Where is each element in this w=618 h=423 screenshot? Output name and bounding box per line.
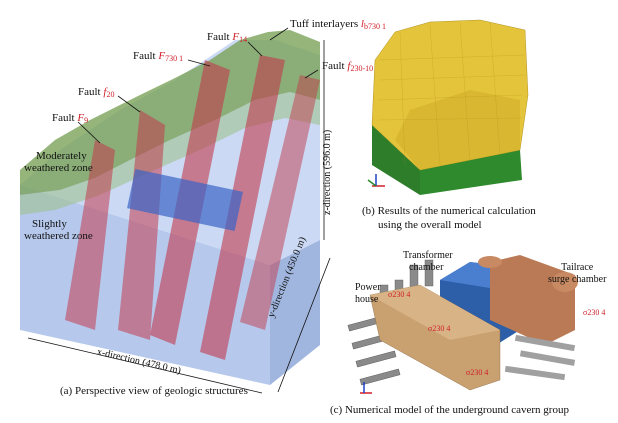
- zone-slight-line1: Slightly: [32, 218, 67, 230]
- zone-moderate-label: Moderately weathered zone: [24, 150, 93, 174]
- leader-tuff: [269, 27, 289, 41]
- tuff-label-symbol: l: [360, 18, 364, 30]
- leader-f9: [77, 121, 101, 144]
- z-direction-label: z-direction (596.0 m): [322, 129, 333, 215]
- power-house-label: Power house: [355, 282, 381, 306]
- stress-label-2: σ230 4: [428, 324, 451, 333]
- stress-label-4: σ230 4: [583, 308, 606, 317]
- overall-model-side-green: [420, 150, 522, 195]
- cavern-blob: [127, 169, 243, 231]
- caption-b-line1: (b) Results of the numerical calculation: [362, 205, 536, 217]
- transformer-line1: Transformer: [403, 250, 453, 261]
- tailrace-label: Tailrace surge chamber: [548, 262, 606, 286]
- fault-plane-f230: [240, 75, 320, 330]
- fault-plane-f9: [65, 140, 115, 330]
- zone-slight-line2: weathered zone: [24, 230, 93, 242]
- leader-f730: [187, 59, 211, 67]
- fault-label-f230-prefix: Fault: [322, 60, 348, 72]
- fault-label-f9-prefix: Fault: [52, 112, 78, 124]
- tuff-label-text: Tuff interlayers: [290, 18, 361, 30]
- power-house-line1: Power: [355, 282, 381, 293]
- fault-label-f20: Fault f20: [78, 86, 114, 101]
- caption-b-line2: using the overall model: [378, 219, 482, 231]
- stress-label-3: σ230 4: [466, 368, 489, 377]
- tailrace-dome-2: [552, 272, 578, 292]
- axis-triad-c: [360, 382, 372, 394]
- zone-slight-label: Slightly weathered zone: [24, 218, 93, 242]
- fault-label-f20-sub: 20: [106, 90, 115, 99]
- fault-label-f730-prefix: Fault: [133, 50, 159, 62]
- fault-plane-f14: [200, 55, 285, 360]
- fault-label-f14-prefix: Fault: [207, 31, 233, 43]
- transformer-line2: chamber: [409, 262, 444, 273]
- fault-label-f9-sub: 9: [84, 116, 89, 125]
- fault-plane-f20: [118, 110, 165, 340]
- fault-label-f9: Fault F9: [52, 112, 88, 127]
- fault-label-f20-symbol: f: [103, 86, 107, 98]
- tailrace-dome-1: [478, 256, 502, 268]
- transformer-label: Transformer chamber: [403, 250, 453, 274]
- fault-label-f230: Fault f230-10: [322, 60, 373, 75]
- overall-model-mesh-shade: [395, 90, 520, 170]
- fault-label-f14-sub: 14: [239, 35, 248, 44]
- fault-label-f14-symbol: F: [232, 31, 240, 43]
- overall-model-front-green: [372, 125, 420, 195]
- power-house-line2: house: [355, 294, 379, 305]
- tunnels: [504, 334, 576, 381]
- model-box-right: [270, 240, 320, 385]
- fault-label-f730: Fault F730 1: [133, 50, 183, 65]
- tuff-label-sub: b730 1: [363, 22, 386, 31]
- leader-f14: [247, 41, 263, 57]
- leader-f230: [304, 69, 319, 79]
- fault-label-f20-prefix: Fault: [78, 86, 104, 98]
- x-dimension-line: [27, 337, 263, 394]
- power-house-top: [370, 285, 500, 340]
- y-dimension-line: [277, 257, 331, 393]
- fault-label-f230-symbol: f: [347, 60, 351, 72]
- tailrace-line2: surge chamber: [548, 274, 607, 285]
- fault-label-f9-symbol: F: [77, 112, 85, 124]
- fault-label-f730-symbol: F: [158, 50, 166, 62]
- zone-moderate-line2: weathered zone: [24, 162, 93, 174]
- fault-label-f230-sub: 230-10: [350, 64, 374, 73]
- axis-triad-b: [367, 174, 385, 187]
- leader-f20: [117, 95, 141, 113]
- mesh-lines: [377, 21, 526, 166]
- caption-c: (c) Numerical model of the underground c…: [330, 404, 569, 416]
- caption-a: (a) Perspective view of geologic structu…: [60, 385, 248, 397]
- tailrace-line1: Tailrace: [561, 262, 594, 273]
- stress-label-1: σ230 4: [388, 290, 411, 299]
- fault-label-f730-sub: 730 1: [165, 54, 184, 63]
- zone-moderate-line1: Moderately: [36, 150, 87, 162]
- fault-label-f14: Fault F14: [207, 31, 247, 46]
- tuff-label: Tuff interlayers lb730 1: [290, 18, 386, 33]
